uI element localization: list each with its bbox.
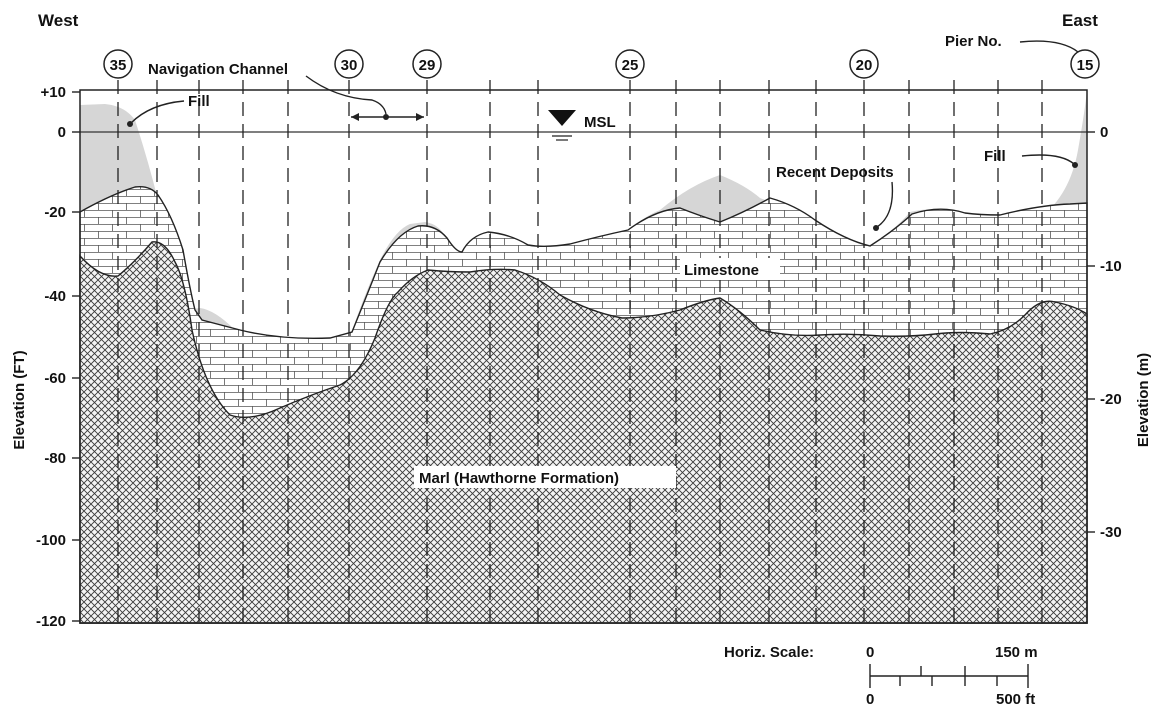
limestone-label: Limestone: [684, 262, 759, 279]
left-tick-label: -40: [44, 288, 66, 305]
right-tick-label: -30: [1100, 524, 1122, 541]
marl-label: Marl (Hawthorne Formation): [419, 470, 619, 487]
pier-number: 20: [856, 57, 873, 74]
pier-marker: 29: [412, 49, 442, 79]
fill-right-label: Fill: [984, 148, 1006, 165]
pier-number: 25: [622, 57, 639, 74]
left-tick-label: -80: [44, 450, 66, 467]
fill-right-dot: [1072, 162, 1078, 168]
pier-number: 30: [341, 57, 358, 74]
pier-marker: 25: [615, 49, 645, 79]
recent-deposits-leader: [876, 181, 894, 228]
pier-marker: 30: [334, 49, 364, 79]
pier-marker: 35: [103, 49, 133, 79]
plot-frame: [79, 89, 1088, 624]
west-label: West: [38, 11, 79, 30]
navigation-channel-arrow-right: [416, 113, 424, 121]
recent-deposits-label: Recent Deposits: [776, 164, 894, 181]
msl-triangle-icon: [548, 110, 576, 126]
navigation-channel-arrow-left: [351, 113, 359, 121]
limestone-label-bg: [680, 258, 780, 280]
pier-marker: 20: [849, 49, 879, 79]
left-tick-label: -100: [36, 532, 66, 549]
pier-number: 15: [1077, 57, 1094, 74]
pier-lines: [117, 80, 1043, 623]
recent-deposits-dot: [873, 225, 879, 231]
right-axis-title: Elevation (m): [1135, 353, 1152, 447]
left-tick-label: -60: [44, 370, 66, 387]
left-axis: [72, 91, 80, 622]
scale-title: Horiz. Scale:: [724, 644, 814, 661]
pier-number: 35: [110, 57, 127, 74]
navigation-channel-label: Navigation Channel: [148, 61, 288, 78]
pier-no-leader: [1019, 40, 1079, 53]
right-tick-label: 0: [1100, 124, 1108, 141]
navigation-channel-dot: [383, 114, 389, 120]
right-tick-label: -10: [1100, 258, 1122, 275]
left-axis-title: Elevation (FT): [11, 350, 28, 449]
fill-right-leader: [1021, 154, 1075, 165]
scale-bar: [869, 664, 1029, 688]
navigation-channel-leader: [305, 75, 387, 115]
fill-left-dot: [127, 121, 133, 127]
left-tick-label: -120: [36, 613, 66, 630]
scale-m-end: 150 m: [995, 644, 1038, 661]
pier-number: 29: [419, 57, 436, 74]
scale-ft-end: 500 ft: [996, 691, 1035, 708]
pier-marker: 15: [1070, 49, 1100, 79]
scale-m-start: 0: [866, 644, 874, 661]
fill-left-leader: [130, 100, 185, 124]
marl-label-bg: [414, 466, 676, 488]
pier-no-label: Pier No.: [945, 33, 1002, 50]
scale-ft-start: 0: [866, 691, 874, 708]
msl-label: MSL: [584, 114, 616, 131]
fill-left-label: Fill: [188, 93, 210, 110]
left-tick-label: +10: [41, 84, 66, 101]
marl-layer: [79, 241, 1088, 624]
left-tick-label: 0: [58, 124, 66, 141]
right-tick-label: -20: [1100, 391, 1122, 408]
right-axis: [1087, 131, 1095, 533]
east-label: East: [1062, 11, 1098, 30]
left-tick-label: -20: [44, 204, 66, 221]
